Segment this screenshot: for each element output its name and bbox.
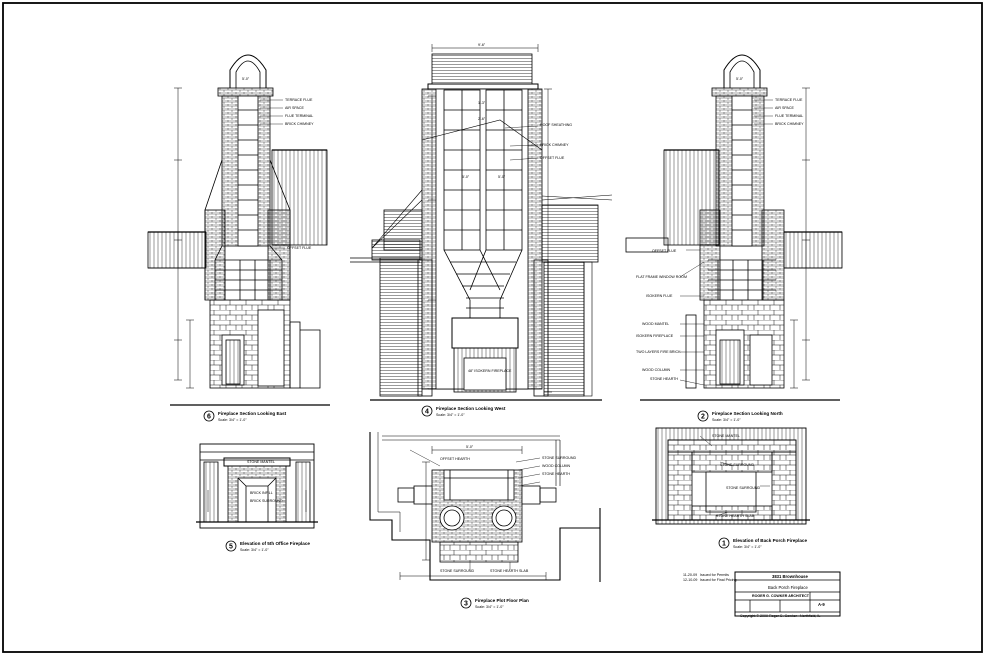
- revision-2-date: 12-10-09: [683, 578, 697, 582]
- view-6-section-east: [147, 54, 330, 406]
- copyright-note: Copyright © 2009 Roger G. Cowker • North…: [740, 614, 820, 618]
- v2-note-1: TERRACE FLUE: [775, 98, 803, 102]
- view-4-number: 4: [425, 409, 429, 416]
- view-3-floor-plan: [369, 432, 601, 582]
- v3-note-2: STONE SURROUND: [542, 456, 576, 460]
- view-4-number-circle: [421, 405, 433, 417]
- view-4-section-west: [350, 44, 613, 401]
- view-1-title: Elevation of Back Porch Fireplace: [733, 538, 807, 543]
- v4-note-1: ROOF SHEATHING: [540, 123, 572, 127]
- view-6-number-circle: [203, 410, 215, 422]
- view-1-number-circle: [718, 537, 730, 549]
- drawing-title: Back Porch Fireplace: [768, 585, 808, 590]
- view-5-office-elevation: [196, 443, 318, 529]
- view-6-title: Fireplace Section Looking East: [218, 411, 287, 416]
- revision-1-text: Issued for Permits: [700, 573, 729, 577]
- v2-note-10: TWO LAYERS FIRE BRICK: [636, 350, 681, 354]
- view-2-section-north: [625, 54, 843, 401]
- view-1-back-porch-elevation: [652, 427, 810, 525]
- v2-note-3: FLUE TERMINAL: [775, 114, 803, 118]
- view-3-number-circle: [460, 597, 472, 609]
- v6-dim-top: 5'-0": [242, 77, 250, 81]
- view-2-number: 2: [701, 414, 705, 421]
- view-2-title: Fireplace Section Looking North: [712, 411, 783, 416]
- v4-dim-b: 2'-6": [478, 117, 486, 121]
- v5-note-2: BRICK INFILL: [250, 491, 273, 495]
- v2-dim-top: 5'-0": [736, 77, 744, 81]
- v6-note-4: BRICK CHIMNEY: [285, 122, 314, 126]
- v1-note-4: STONE HEARTH SLAB: [716, 514, 755, 518]
- v1-note-3: STONE SURROUND: [726, 486, 760, 490]
- revision-1-date: 11-20-09: [683, 573, 697, 577]
- view-2-scale: Scale: 3/4" = 1'-0": [712, 418, 741, 422]
- v2-note-6: FLAT FRAME WINDOW ROOM: [636, 275, 687, 279]
- revision-2-text: Issued for Final Pricing: [700, 578, 737, 582]
- v2-note-7: ISOKERN FLUE: [646, 294, 673, 298]
- v4-note-2: BRICK CHIMNEY: [540, 143, 569, 147]
- v2-note-2: AIR SPACE: [775, 106, 795, 110]
- project-name: 3831 Brownhouse: [772, 574, 809, 579]
- v4-dim-a: 1'-3": [478, 101, 486, 105]
- architect-name: ROGER G. COWKER ARCHITECT: [752, 594, 810, 598]
- view-6-scale: Scale: 3/4" = 1'-0": [218, 418, 247, 422]
- v5-note-1: STONE MANTEL: [247, 460, 275, 464]
- title-block: [734, 571, 841, 617]
- v5-note-3: BRICK SURROUND: [250, 499, 283, 503]
- v4-dim-flue-b: 5'-0": [498, 175, 506, 179]
- v2-note-5: OFFSET FLUE: [652, 249, 677, 253]
- view-3-scale: Scale: 3/4" = 1'-0": [475, 605, 504, 609]
- v2-note-11: WOOD COLUMN: [642, 368, 671, 372]
- view-4-title: Fireplace Section Looking West: [436, 406, 506, 411]
- v3-note-4: STONE HEARTH: [542, 472, 570, 476]
- v1-note-2: STONE SURROUND: [720, 463, 754, 467]
- view-5-scale: Scale: 3/4" = 1'-0": [240, 548, 269, 552]
- view-2-number-circle: [697, 410, 709, 422]
- v4-note-3: OFFSET FLUE: [540, 156, 565, 160]
- v3-dim-top: 5'-0": [466, 445, 474, 449]
- v4-note-4: 48" ISOKERN FIREPLACE: [468, 369, 512, 373]
- v6-note-3: FLUE TERMINAL: [285, 114, 313, 118]
- v2-note-9: ISOKERN FIREPLACE: [636, 334, 674, 338]
- v3-note-5: STONE SURROUND: [440, 569, 474, 573]
- view-1-number: 1: [722, 541, 726, 548]
- v4-dim-flue-a: 5'-0": [462, 175, 470, 179]
- v3-note-3: WOOD COLUMN: [542, 464, 571, 468]
- v3-note-1: OFFSET HEARTH: [440, 457, 470, 461]
- v2-note-8: WOOD MANTEL: [642, 322, 669, 326]
- v6-note-2: AIR SPACE: [285, 106, 305, 110]
- view-1-scale: Scale: 3/4" = 1'-0": [733, 545, 762, 549]
- view-4-scale: Scale: 3/4" = 1'-0": [436, 413, 465, 417]
- v4-dim-top: 9'-6": [478, 43, 486, 47]
- v6-note-5: OFFSET FLUE: [287, 246, 312, 250]
- v6-note-1: TERRACE FLUE: [285, 98, 313, 102]
- sheet-number: A-9: [818, 602, 825, 607]
- view-3-number: 3: [464, 601, 468, 608]
- v1-note-1: STONE MANTEL: [712, 434, 740, 438]
- view-5-number: 5: [229, 544, 233, 551]
- v2-note-12: STONE HEARTH: [650, 377, 678, 381]
- v2-note-4: BRICK CHIMNEY: [775, 122, 804, 126]
- view-6-number: 6: [207, 414, 211, 421]
- view-5-title: Elevation of 5th Office Fireplace: [240, 541, 310, 546]
- view-3-title: Fireplace Plot Floor Plan: [475, 598, 529, 603]
- view-5-number-circle: [225, 540, 237, 552]
- v3-note-6: STONE HEARTH SLAB: [490, 569, 529, 573]
